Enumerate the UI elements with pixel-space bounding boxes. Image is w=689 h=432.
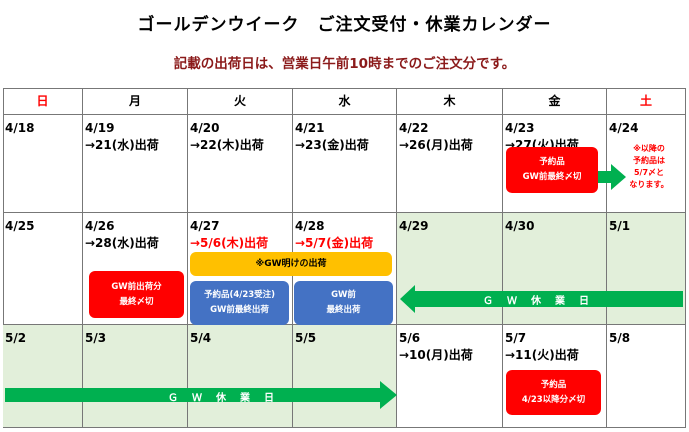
gw-shipping-deadline-badge: GW前出荷分最終〆切 [89, 271, 184, 318]
day-cell: 5/5 [293, 325, 397, 428]
day-cell: 4/19 →21(水)出荷 [83, 115, 188, 213]
day-date: 5/7 [505, 331, 527, 345]
day-cell: 5/6 →10(月)出荷 [397, 325, 503, 428]
preorder-after-0423-badge: 予約品 4/23以降分〆切 [506, 370, 601, 415]
gw-holiday-label-top: ＧＷ休業日 [483, 296, 603, 307]
shipping-date: →5/7(金)出荷 [295, 236, 374, 250]
preorder-0423-badge-line-2: GW前最終出荷 [210, 305, 269, 315]
day-date: 4/24 [609, 121, 639, 135]
day-cell: 4/18 [3, 115, 83, 213]
day-date: 4/23 [505, 121, 535, 135]
preorder-gw-deadline-badge-line-1: 予約品 [539, 157, 565, 167]
day-cell: 4/30 [503, 213, 607, 325]
preorder-after-0423-badge-line-1: 予約品 [540, 379, 567, 390]
day-cell: 5/7 →11(火)出荷 [503, 325, 607, 428]
weekday-header-sun: 日 [3, 88, 83, 115]
day-cell: 4/26 →28(水)出荷 [83, 213, 188, 325]
preorder-note-line-4: なります。 [629, 180, 669, 189]
day-cell: 4/25 [3, 213, 83, 325]
day-date: 5/3 [85, 331, 107, 345]
day-cell: 5/2 [3, 325, 83, 428]
page-title: ゴールデンウイーク ご注文受付・休業カレンダー [137, 15, 552, 35]
day-date: 5/8 [609, 331, 631, 345]
preorder-note-line-1: ※以降の [633, 144, 665, 153]
day-date: 4/25 [5, 219, 35, 233]
weekday-header-fri: 金 [503, 88, 607, 115]
day-date: 4/21 [295, 121, 325, 135]
day-cell: 4/20 →22(木)出荷 [188, 115, 293, 213]
day-date: 5/6 [399, 331, 421, 345]
shipping-date: →28(水)出荷 [85, 236, 159, 250]
preorder-0423-badge: 予約品(4/23受注) GW前最終出荷 [190, 281, 289, 325]
shipping-date: →22(木)出荷 [190, 138, 264, 152]
preorder-note-line-3: 5/7〆と [633, 168, 665, 177]
gw-before-final-badge-line-1: GW前 [331, 290, 356, 300]
gw-shipping-deadline-badge-line-2: 最終〆切 [119, 296, 154, 307]
day-date: 5/4 [190, 331, 212, 345]
day-date: 4/18 [5, 121, 35, 135]
day-date: 4/20 [190, 121, 220, 135]
shipping-date: →21(水)出荷 [85, 138, 159, 152]
weekday-header-sat: 土 [607, 88, 686, 115]
weekday-header-mon: 月 [83, 88, 188, 115]
page-subtitle: 記載の出荷日は、営業日午前10時までのご注文分です。 [173, 56, 516, 72]
preorder-0423-badge-line-1: 予約品(4/23受注) [203, 290, 276, 300]
day-date: 4/28 [295, 219, 325, 233]
preorder-gw-deadline-badge-line-2: GW前最終〆切 [522, 172, 582, 182]
weekday-header-tue: 火 [188, 88, 293, 115]
shipping-date: →5/6(木)出荷 [190, 236, 269, 250]
after-gw-shipping-banner: ※GW明けの出荷 [190, 252, 392, 276]
shipping-date: →23(金)出荷 [295, 138, 369, 152]
day-cell: 5/1 [607, 213, 686, 325]
day-cell: 5/8 [607, 325, 686, 428]
day-date: 5/5 [295, 331, 317, 345]
day-date: 4/29 [399, 219, 429, 233]
preorder-gw-deadline-badge: 予約品 GW前最終〆切 [506, 147, 598, 193]
day-cell: 4/24 [607, 115, 686, 213]
day-cell: 4/22 →26(月)出荷 [397, 115, 503, 213]
day-date: 4/22 [399, 121, 429, 135]
day-cell: 4/29 [397, 213, 503, 325]
shipping-date: →10(月)出荷 [399, 348, 473, 362]
gw-holiday-label-bottom: ＧＷ休業日 [168, 393, 288, 404]
preorder-note-line-2: 予約品は [633, 156, 665, 165]
calendar-frame [3, 88, 686, 428]
gw-before-final-badge: GW前最終出荷 [294, 281, 393, 325]
day-cell: 5/4 [188, 325, 293, 428]
shipping-date: →26(月)出荷 [399, 138, 473, 152]
day-cell: 4/21 →23(金)出荷 [293, 115, 397, 213]
weekday-header-wed: 水 [293, 88, 397, 115]
after-gw-shipping-banner-line-1: ※GW明けの出荷 [255, 258, 327, 269]
day-date: 4/27 [190, 219, 220, 233]
gw-shipping-deadline-badge-line-1: GW前出荷分 [111, 281, 162, 292]
preorder-note: ※以降の予約品は 5/7〆となります。 [615, 143, 683, 191]
day-cell: 5/3 [83, 325, 188, 428]
day-date: 4/30 [505, 219, 535, 233]
shipping-date: →11(火)出荷 [505, 348, 579, 362]
weekday-header-thu: 木 [397, 88, 503, 115]
day-date: 5/2 [5, 331, 27, 345]
day-date: 5/1 [609, 219, 631, 233]
day-date: 4/19 [85, 121, 115, 135]
preorder-after-0423-badge-line-2: 4/23以降分〆切 [521, 394, 586, 405]
day-date: 4/26 [85, 219, 115, 233]
gw-before-final-badge-line-2: 最終出荷 [326, 305, 361, 315]
